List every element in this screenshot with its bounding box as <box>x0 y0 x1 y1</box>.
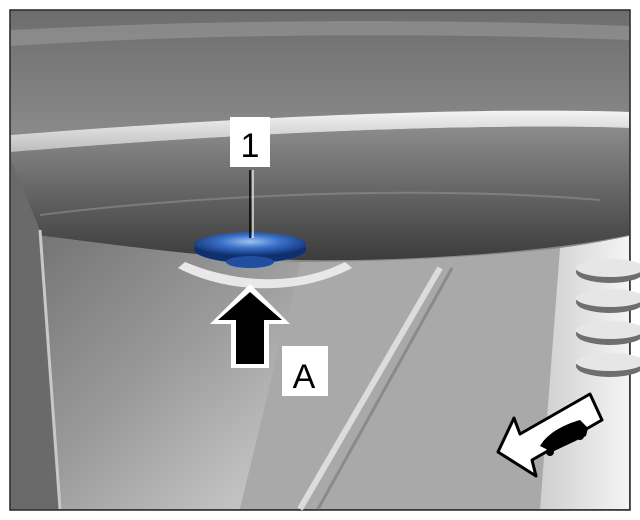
lower-middle-area <box>240 248 560 509</box>
part-callout-box <box>230 117 270 167</box>
diagonal-brace <box>297 266 443 511</box>
part-callout-number: 1 <box>241 127 260 165</box>
highlight-band <box>11 110 629 152</box>
view-callout-letter: A <box>293 358 316 396</box>
view-callout-box <box>282 346 328 396</box>
plug-part <box>194 232 306 268</box>
diagonal-brace-shadow <box>316 267 454 510</box>
pillar-edge <box>38 229 62 510</box>
up-arrow-icon <box>210 284 290 368</box>
spring-coils <box>576 259 640 377</box>
hole-surround <box>178 262 352 289</box>
left-pillar <box>11 160 60 509</box>
upper-panel-crease <box>11 21 629 46</box>
lower-left-area <box>11 232 300 509</box>
upper-panel <box>11 11 629 135</box>
car-forward-direction-icon <box>496 392 604 478</box>
lip-edge-line <box>39 191 601 216</box>
